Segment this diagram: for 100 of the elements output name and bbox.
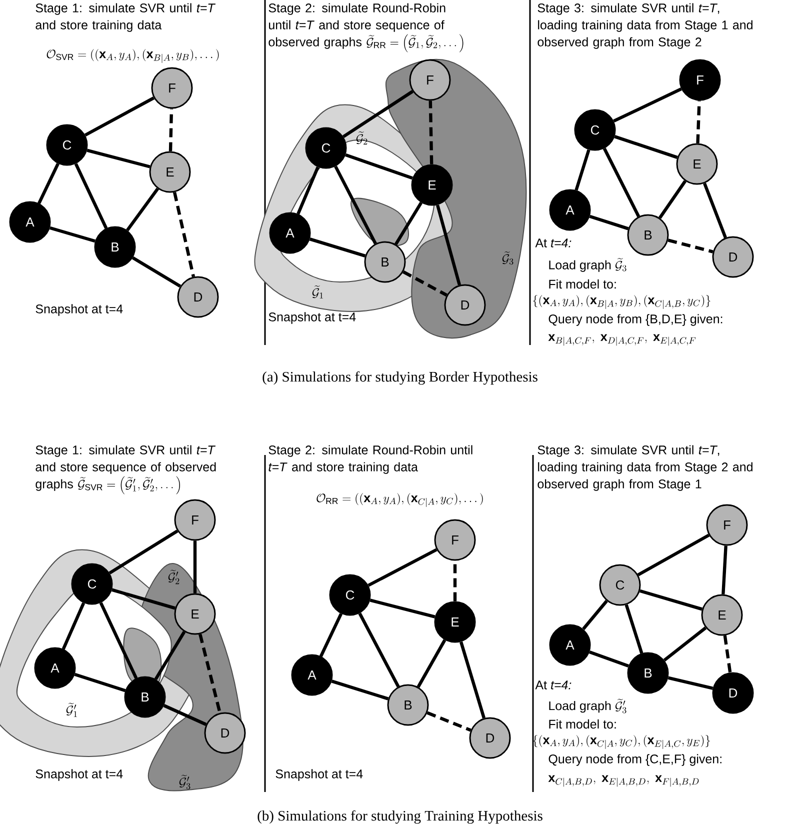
- graph-edge: [62, 602, 86, 650]
- formula: $\mathbf{x}_{C|A,B,D},\ \mathbf{x}_{E|A,B,D},\ \mathbf{x}_{F|A,B,D}$: [548, 775, 699, 787]
- note-text: At t=4:: [535, 680, 572, 690]
- graph-node: E: [434, 601, 476, 643]
- graph-edge: [74, 163, 108, 229]
- graph-node: F: [679, 59, 721, 101]
- graph-node: C: [71, 563, 113, 605]
- graph-node: C: [305, 127, 347, 169]
- graph-edge: [172, 192, 196, 278]
- formula: $\{(\mathbf{x}_A,y_A),(\mathbf{x}_{C|A},y_C),(\mathbf{x}_{E|A,C},y_E)\}$: [533, 735, 710, 749]
- graph-node: D: [712, 236, 754, 278]
- graph-edge: [722, 546, 728, 594]
- note-text: Snapshot at t=4: [36, 304, 123, 316]
- graph-edge: [370, 598, 436, 618]
- note-text: Query node from {C,E,F} given:: [548, 754, 722, 766]
- graph-node: E: [676, 143, 718, 185]
- graph-node: E: [701, 594, 743, 636]
- graph-edge: [84, 96, 155, 137]
- note-text: Snapshot at t=4: [268, 312, 356, 324]
- formula: $\mathcal{O}_{\mathrm{RR}}=\big((\mathbf{x}_A,y_A),(\mathbf{x}_{C|A},y_C),\ldots\big)$: [316, 493, 483, 507]
- graph-edge: [436, 204, 462, 286]
- graph-edge: [574, 149, 590, 191]
- graph-node: C: [599, 564, 641, 606]
- graph-edge: [49, 226, 96, 243]
- graph-edge: [428, 100, 434, 164]
- graph-edge: [132, 256, 182, 288]
- graph-edge: [309, 238, 366, 258]
- graph-edge: [602, 148, 640, 218]
- graph-node: A: [34, 647, 76, 689]
- note-text: Snapshot at t=4: [36, 769, 123, 781]
- formula: $\mathcal{O}_{\mathrm{SVR}}=\big((\mathbf{x}_A,y_A),(\mathbf{x}_{B|A},y_B),\ldots\big)$: [46, 49, 219, 63]
- graph-edge: [74, 672, 126, 692]
- formula: $\mathbf{x}_{B|A,C,F},\ \mathbf{x}_{D|A,C,F},\ \mathbf{x}_{E|A,C,F}$: [548, 334, 696, 346]
- graph-edge: [368, 548, 438, 587]
- graph-node: E: [411, 164, 453, 206]
- graph-node: A: [549, 189, 591, 231]
- graph-node: C: [329, 574, 371, 616]
- graph-edge: [459, 641, 486, 719]
- graph-node: B: [364, 241, 406, 283]
- graph-node: E: [174, 593, 216, 635]
- graph-edge: [334, 166, 377, 244]
- graph-edge: [154, 630, 186, 680]
- graph-edge: [416, 639, 446, 688]
- graph-node: B: [627, 652, 669, 694]
- caption: (a) Simulations for studying Border Hypothesis: [262, 371, 538, 385]
- graph-edge: [613, 87, 682, 123]
- graph-node: F: [434, 519, 476, 561]
- graph-node: E: [149, 151, 191, 193]
- region-label: $\widetilde{\mathcal{G}}'_2$: [168, 570, 180, 584]
- graph-node: A: [9, 201, 51, 243]
- note-text: Fit model to:: [549, 719, 616, 729]
- graph-edge: [38, 163, 60, 204]
- graph-edge: [663, 626, 707, 662]
- graph-edge: [696, 100, 701, 144]
- graph-edge: [658, 180, 687, 219]
- graph-edge: [639, 589, 703, 611]
- graph-node: A: [549, 624, 591, 666]
- caption: (b) Simulations for studying Training Hypothesis: [258, 810, 542, 824]
- graph-edge: [703, 182, 727, 238]
- graph-edge: [296, 166, 320, 215]
- region-label: $\widetilde{\mathcal{G}}_1$: [312, 286, 323, 298]
- graph-node: B: [627, 214, 669, 256]
- graph-edge: [193, 540, 197, 594]
- graph-edge: [168, 108, 174, 152]
- graph-edge: [358, 612, 400, 688]
- graph-edge: [614, 135, 678, 159]
- graph-edge: [111, 588, 176, 610]
- graph-node: C: [46, 124, 88, 166]
- graph-node: D: [469, 717, 511, 759]
- stage-text: Stage 3: simulate SVR until t=T, loading training data from Stage 2 and observed graph from Stage 1: [538, 445, 752, 491]
- note-text: Query node from {B,D,E} given:: [548, 314, 722, 326]
- graph-edge: [589, 214, 629, 230]
- region-label: $\widetilde{\mathcal{G}}'_1$: [66, 702, 77, 718]
- graph-edge: [342, 90, 414, 138]
- graph-node: A: [291, 654, 333, 696]
- graph-edge: [126, 188, 160, 232]
- graph-node: A: [269, 212, 311, 254]
- graph-node: C: [574, 109, 616, 151]
- graph-edge: [319, 613, 343, 657]
- stage-text: Stage 2: simulate Round-Robin until t=T and store sequence of observed graphs $\widetilde{\mathcal{G}}_{\mathrm{RR}}=\Big(\widetilde{\mathcal{G}}_1,\widetilde{\mathcal{G}}_2,\ldots\Big)$: [268, 3, 464, 52]
- graph-edge: [163, 704, 207, 726]
- note-text: Fit model to:: [549, 279, 616, 289]
- graph-edge: [723, 635, 732, 673]
- graph-edge: [637, 534, 710, 576]
- graph-edge: [394, 202, 423, 246]
- note-text: Load graph $\widetilde{\mathcal{G}}'_3$: [549, 698, 626, 714]
- graph-node: F: [409, 59, 451, 101]
- graph-edge: [582, 600, 608, 630]
- graph-edge: [331, 680, 389, 700]
- graph-edge: [86, 148, 150, 168]
- graph-node: D: [204, 712, 246, 754]
- graph-node: B: [94, 226, 136, 268]
- graph-node: B: [124, 676, 166, 718]
- region-label: $\widetilde{\mathcal{G}}_3$: [502, 252, 514, 265]
- graph-edge: [588, 650, 630, 668]
- graph-node: F: [151, 67, 193, 109]
- graph-edge: [345, 153, 413, 180]
- graph-edge: [624, 604, 644, 654]
- graph-node: B: [387, 684, 429, 726]
- graph-node: D: [177, 276, 219, 318]
